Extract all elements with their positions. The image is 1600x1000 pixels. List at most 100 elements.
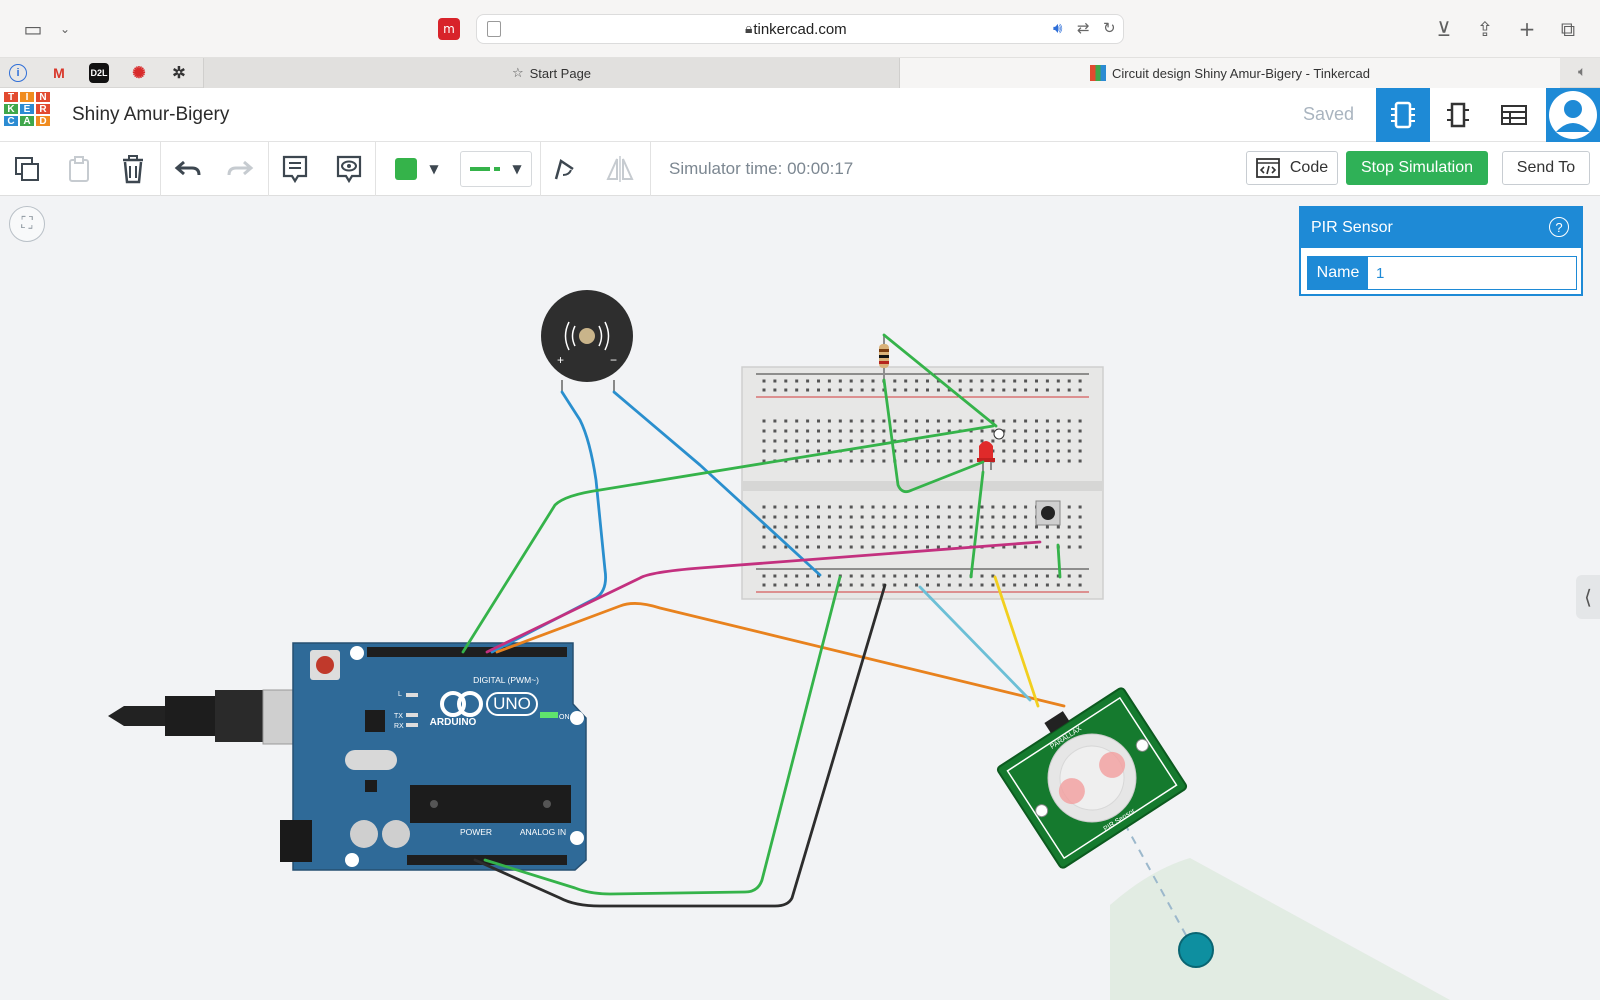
resistor[interactable] (879, 335, 889, 380)
notes-visibility-icon[interactable] (331, 151, 367, 187)
code-button[interactable]: Code (1246, 151, 1338, 185)
tinkercad-logo[interactable]: T I N K E R C A D (3, 91, 51, 139)
toolbar-divider (650, 142, 651, 196)
wire-blue-buzzer-minus[interactable] (612, 390, 822, 577)
wire-magenta-button[interactable] (485, 540, 1042, 654)
svg-text:ARDUINO: ARDUINO (430, 717, 477, 728)
component-inspector: PIR Sensor ? Name 1 (1299, 206, 1583, 296)
tinkercad-favicon (1090, 65, 1107, 81)
paste-icon[interactable] (61, 151, 97, 187)
wire-lightblue-pir[interactable] (918, 585, 1032, 702)
copy-icon[interactable] (9, 151, 45, 187)
redo-icon[interactable] (222, 151, 258, 187)
svg-text:POWER: POWER (460, 827, 492, 837)
circuit-view-button[interactable] (1376, 88, 1430, 142)
wire-green-resistor-led[interactable] (882, 378, 985, 494)
name-input[interactable]: 1 (1376, 264, 1385, 282)
avatar-icon (1549, 91, 1597, 139)
rotate-icon[interactable] (547, 151, 583, 187)
sidebar-toggle-icon[interactable]: ▭ (23, 17, 43, 41)
wire-green-led[interactable] (461, 424, 995, 654)
wire-style-icon (470, 167, 501, 171)
code-icon (1255, 158, 1280, 178)
breadboard-holes (762, 379, 1082, 587)
wire-green-led-gnd[interactable] (969, 470, 985, 579)
toolbar-divider (375, 142, 376, 196)
color-swatch (395, 158, 418, 180)
svg-text:DIGITAL (PWM~): DIGITAL (PWM~) (473, 675, 539, 685)
wire-yellow-pir[interactable] (993, 575, 1040, 708)
circuit-canvas[interactable]: + − UNO ARDUINO DIGITAL (PWM~) POWER (0, 196, 1600, 1000)
name-field[interactable]: Name 1 (1307, 256, 1577, 290)
svg-text:L: L (398, 691, 402, 698)
openai-icon[interactable]: ✲ (172, 65, 186, 82)
help-icon[interactable]: ? (1549, 217, 1569, 237)
caret-down-icon: ▼ (512, 162, 522, 176)
caret-down-icon: ▼ (429, 162, 439, 176)
led-red[interactable] (977, 428, 1005, 472)
inspector-header: PIR Sensor ? (1301, 208, 1581, 248)
arduino-uno[interactable]: UNO ARDUINO DIGITAL (PWM~) POWER ANALOG … (108, 642, 587, 871)
tab-audio-icon[interactable]: 🔈︎ (1578, 64, 1587, 80)
wire-orange-pir[interactable] (495, 602, 1066, 708)
extension-icon[interactable]: m (438, 18, 460, 40)
pir-sensor[interactable]: PARALLAX PIR Sensor (990, 677, 1188, 869)
breadboard[interactable] (741, 366, 1104, 600)
app-header: T I N K E R C A D Shiny Amur-Bigery Save… (0, 88, 1600, 142)
list-icon (1501, 105, 1527, 125)
tab-tinkercad[interactable]: Circuit design Shiny Amur-Bigery - Tinke… (900, 58, 1560, 88)
wire-green-resistor[interactable] (882, 333, 998, 428)
new-tab-icon[interactable]: + (1518, 17, 1536, 41)
fit-view-button[interactable]: ⛶ (9, 206, 45, 242)
collapse-panel-tab[interactable]: ⟨ (1576, 575, 1600, 619)
piezo-buzzer[interactable]: + − (541, 290, 633, 392)
gmail-icon[interactable]: M (53, 65, 65, 81)
svg-text:+: + (557, 353, 564, 367)
wire-green-button[interactable] (1056, 543, 1062, 579)
download-icon[interactable]: ⊻ (1436, 17, 1452, 41)
simulated-object-handle[interactable] (1178, 932, 1214, 968)
wire-blue-buzzer-plus[interactable] (490, 390, 607, 654)
reload-icon[interactable]: ↻ (1103, 19, 1116, 37)
chevron-down-icon[interactable]: ⌄ (59, 22, 71, 36)
editor-toolbar: ▼ ▼ Simulator time: 00:00:17 Code Stop S… (0, 142, 1600, 196)
audio-icon[interactable]: 🔊︎ (1053, 19, 1063, 37)
lock-icon: 🔒︎ (745, 21, 753, 37)
svg-text:UNO: UNO (493, 694, 531, 713)
toolbar-divider (160, 142, 161, 196)
undo-icon[interactable] (170, 151, 206, 187)
d2l-icon[interactable]: D2L (89, 63, 109, 83)
stop-simulation-button[interactable]: Stop Simulation (1346, 151, 1488, 185)
chip-icon (1391, 101, 1415, 129)
wire-style-dropdown[interactable]: ▼ (460, 151, 532, 187)
wire-green-power[interactable] (483, 575, 842, 896)
pushbutton[interactable] (1035, 500, 1061, 526)
pir-detection-zone (1110, 858, 1450, 1000)
send-to-button[interactable]: Send To (1502, 151, 1590, 185)
address-bar[interactable]: 🔒︎ tinkercad.com 🔊︎ ⇄ ↻ (476, 14, 1124, 44)
tab-start-page[interactable]: ☆ Start Page (203, 58, 900, 88)
schematic-icon (1447, 102, 1469, 128)
user-avatar[interactable] (1546, 88, 1600, 142)
translate-icon[interactable]: ⇄ (1077, 19, 1090, 37)
delete-icon[interactable] (115, 151, 151, 187)
share-icon[interactable]: ⇪ (1476, 17, 1494, 41)
star-icon: ☆ (511, 65, 524, 81)
schematic-view-button[interactable] (1431, 88, 1485, 142)
favorite-icon[interactable]: i (9, 64, 27, 82)
svg-text:RX: RX (394, 723, 404, 730)
svg-text:TX: TX (394, 713, 403, 720)
note-icon[interactable] (277, 151, 313, 187)
component-list-button[interactable] (1487, 88, 1541, 142)
svg-text:ANALOG IN: ANALOG IN (520, 827, 566, 837)
toolbar-divider (540, 142, 541, 196)
project-title[interactable]: Shiny Amur-Bigery (72, 104, 230, 125)
favorite-red-icon[interactable]: ✺ (132, 65, 146, 82)
wires[interactable] (461, 333, 1066, 908)
flip-icon[interactable] (602, 151, 638, 187)
svg-text:−: − (610, 353, 617, 367)
wire-black-gnd[interactable] (473, 583, 887, 908)
save-status: Saved (1303, 104, 1355, 124)
tab-overview-icon[interactable]: ⧉ (1560, 17, 1576, 41)
wire-color-dropdown[interactable]: ▼ (382, 151, 452, 187)
